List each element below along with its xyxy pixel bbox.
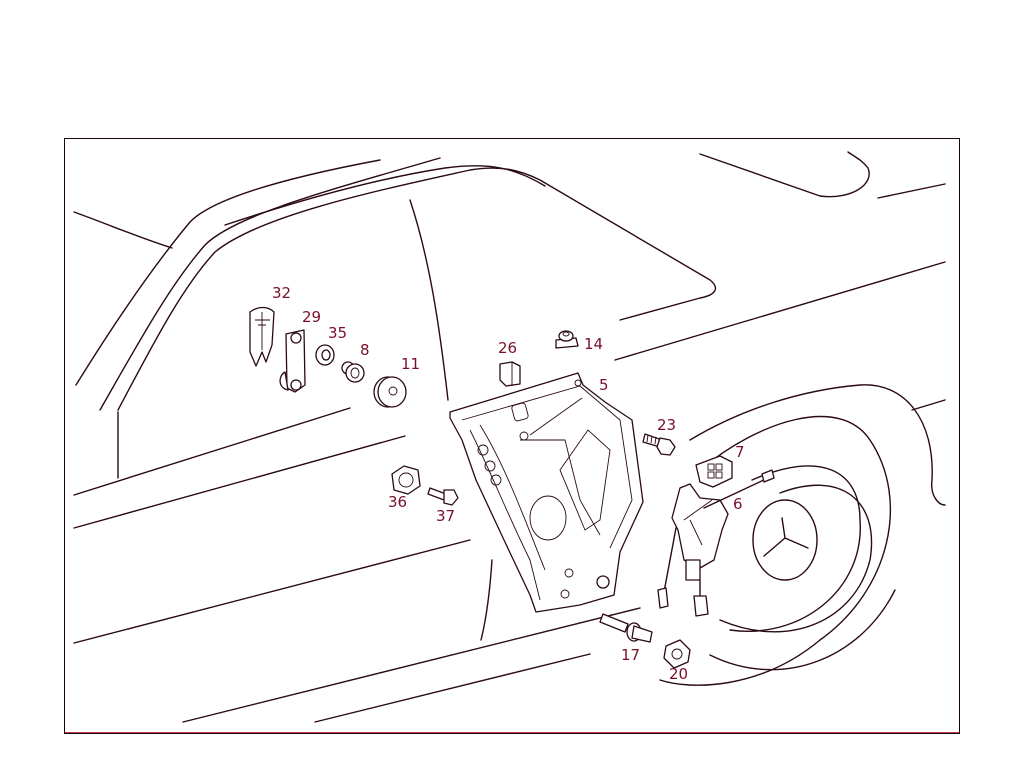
part-37-screw [427, 487, 459, 506]
part-20-nut [663, 639, 691, 669]
callout-29: 29 [302, 308, 322, 326]
part-23-bolt [642, 433, 676, 456]
part-36-grommet [391, 465, 421, 495]
part-6-motor [657, 469, 775, 617]
part-26-clip [499, 361, 521, 387]
callout-6: 6 [733, 495, 743, 513]
part-35-washer [315, 344, 335, 366]
callout-36: 36 [388, 493, 408, 511]
part-8-bushing [341, 361, 365, 383]
callout-32: 32 [272, 284, 292, 302]
callout-8: 8 [360, 341, 370, 359]
car-body-lines [73, 151, 946, 723]
callout-11: 11 [401, 355, 421, 373]
callout-26: 26 [498, 339, 518, 357]
callout-14: 14 [584, 335, 604, 353]
callout-5: 5 [599, 376, 609, 394]
part-11-roller [373, 376, 407, 408]
callout-37: 37 [436, 507, 456, 525]
callout-20: 20 [669, 665, 689, 683]
callout-23: 23 [657, 416, 677, 434]
callout-7: 7 [735, 443, 745, 461]
wheel-arch [659, 384, 946, 686]
part-17-stud [599, 613, 653, 643]
part-32-clip [249, 306, 275, 367]
part-14-nut [555, 330, 579, 349]
callout-17: 17 [621, 646, 641, 664]
part-7-connector [695, 455, 733, 488]
diagram-frame [64, 138, 960, 734]
part-5-regulator-frame [449, 372, 644, 613]
part-29-lever [279, 329, 306, 393]
callout-35: 35 [328, 324, 348, 342]
